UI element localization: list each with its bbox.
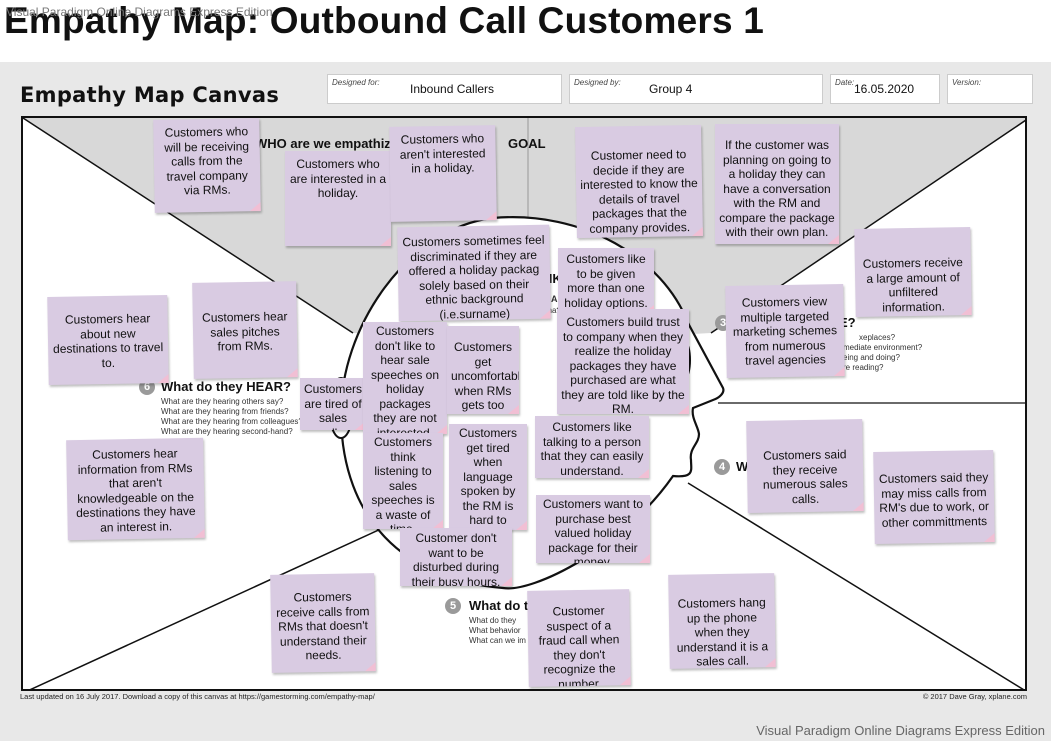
diagonal-top-left	[23, 118, 354, 334]
sticky-note[interactable]: Customers build trust to company when th…	[557, 309, 689, 414]
do-title: What do t	[469, 598, 529, 613]
hear-sub-1: What are they hearing from friends?	[161, 407, 289, 416]
designed-by-label: Designed by:	[574, 78, 621, 87]
designed-for-label: Designed for:	[332, 78, 380, 87]
hear-title: What do they HEAR?	[161, 379, 291, 394]
sticky-note[interactable]: Customer don't want to be disturbed duri…	[400, 528, 512, 586]
version-field[interactable]: Version:	[947, 74, 1033, 104]
date-value: 16.05.2020	[854, 82, 915, 96]
gain-title: GAIN	[544, 294, 567, 304]
diagonal-bottom-right	[687, 482, 1024, 689]
see-sub-3: re reading?	[843, 363, 884, 372]
sticky-note[interactable]: Customers receive a large amount of unfi…	[854, 226, 972, 318]
sticky-note[interactable]: Customers who aren't interested in a hol…	[389, 125, 497, 222]
sticky-note[interactable]: Customers like to be given more than one…	[558, 248, 654, 314]
sticky-note[interactable]: Customers view multiple targeted marketi…	[725, 283, 845, 379]
page-title: Empathy Map: Outbound Call Customers 1	[4, 0, 764, 41]
sticky-note[interactable]: Customers said they receive numerous sal…	[746, 418, 864, 514]
sticky-note[interactable]: Customer need to decide if they are inte…	[575, 124, 703, 239]
sticky-note[interactable]: Customers think listening to sales speec…	[363, 433, 443, 529]
hear-sub-2: What are they hearing from colleagues?	[161, 417, 303, 426]
designed-for-value: Inbound Callers	[410, 82, 495, 96]
sticky-note[interactable]: Customers get tired when language spoken…	[449, 424, 527, 530]
sticky-note[interactable]: Customers said they may miss calls from …	[873, 449, 995, 545]
watermark-bottom: Visual Paradigm Online Diagrams Express …	[756, 723, 1045, 738]
footer-credit-right: © 2017 Dave Gray, xplane.com	[922, 692, 1027, 701]
designed-by-field[interactable]: Designed by: Group 4	[569, 74, 823, 104]
sticky-note[interactable]: Customers receive calls from RMs that do…	[270, 573, 376, 673]
see-sub-0: xeplaces?	[859, 333, 896, 342]
sticky-note[interactable]: Customers who will be receiving calls fr…	[153, 118, 261, 213]
sticky-note[interactable]: Customers sometimes feel discriminated i…	[397, 224, 551, 322]
do-number-badge: 5	[445, 598, 461, 614]
do-sub-2: What can we im	[469, 636, 526, 645]
date-field[interactable]: Date: 16.05.2020	[830, 74, 940, 104]
do-sub-1: What behavior	[469, 626, 521, 635]
diagonal-bottom-left	[29, 527, 384, 689]
watermark-top: Visual Paradigm Online Diagrams Express …	[6, 5, 273, 19]
do-sub-0: What do they	[469, 616, 517, 625]
hear-sub-3: What are they hearing second-hand?	[161, 427, 293, 436]
sticky-note[interactable]: Customers hear information from RMs that…	[66, 437, 205, 541]
see-sub-2: eing and doing?	[843, 353, 900, 362]
sticky-note[interactable]: Customers hang up the phone when they un…	[668, 573, 776, 669]
version-label: Version:	[952, 78, 982, 87]
date-label: Date:	[835, 78, 855, 87]
hear-sub-0: What are they hearing others say?	[161, 397, 284, 406]
goal-title: GOAL	[508, 136, 546, 151]
canvas-heading: Empathy Map Canvas	[20, 83, 280, 107]
sticky-note[interactable]: Customers don't like to hear sale speech…	[363, 322, 447, 434]
sticky-note[interactable]: Customers hear sales pitches from RMs.	[192, 281, 298, 379]
sticky-note[interactable]: Customer suspect of a fraud call when th…	[527, 589, 631, 687]
sticky-note[interactable]: Customers hear about new destinations to…	[47, 294, 169, 386]
sticky-note[interactable]: Customers want to purchase best valued h…	[536, 495, 650, 563]
sticky-note[interactable]: If the customer was planning on going to…	[715, 124, 839, 244]
sticky-note[interactable]: Customers get uncomfortable when RMs get…	[447, 326, 519, 414]
footer-credit-left: Last updated on 16 July 2017. Download a…	[20, 692, 375, 701]
sticky-note[interactable]: Customers are tired of sales calls.	[300, 378, 366, 430]
designed-for-field[interactable]: Designed for: Inbound Callers	[327, 74, 562, 104]
sticky-note[interactable]: Customers like talking to a person that …	[535, 416, 649, 478]
designed-by-value: Group 4	[649, 82, 693, 96]
say-number-badge: 4	[714, 459, 730, 475]
sticky-note[interactable]: Customers who are interested in a holida…	[285, 151, 391, 246]
say-title: W	[736, 459, 749, 474]
see-sub-1: mediate environment?	[843, 343, 923, 352]
